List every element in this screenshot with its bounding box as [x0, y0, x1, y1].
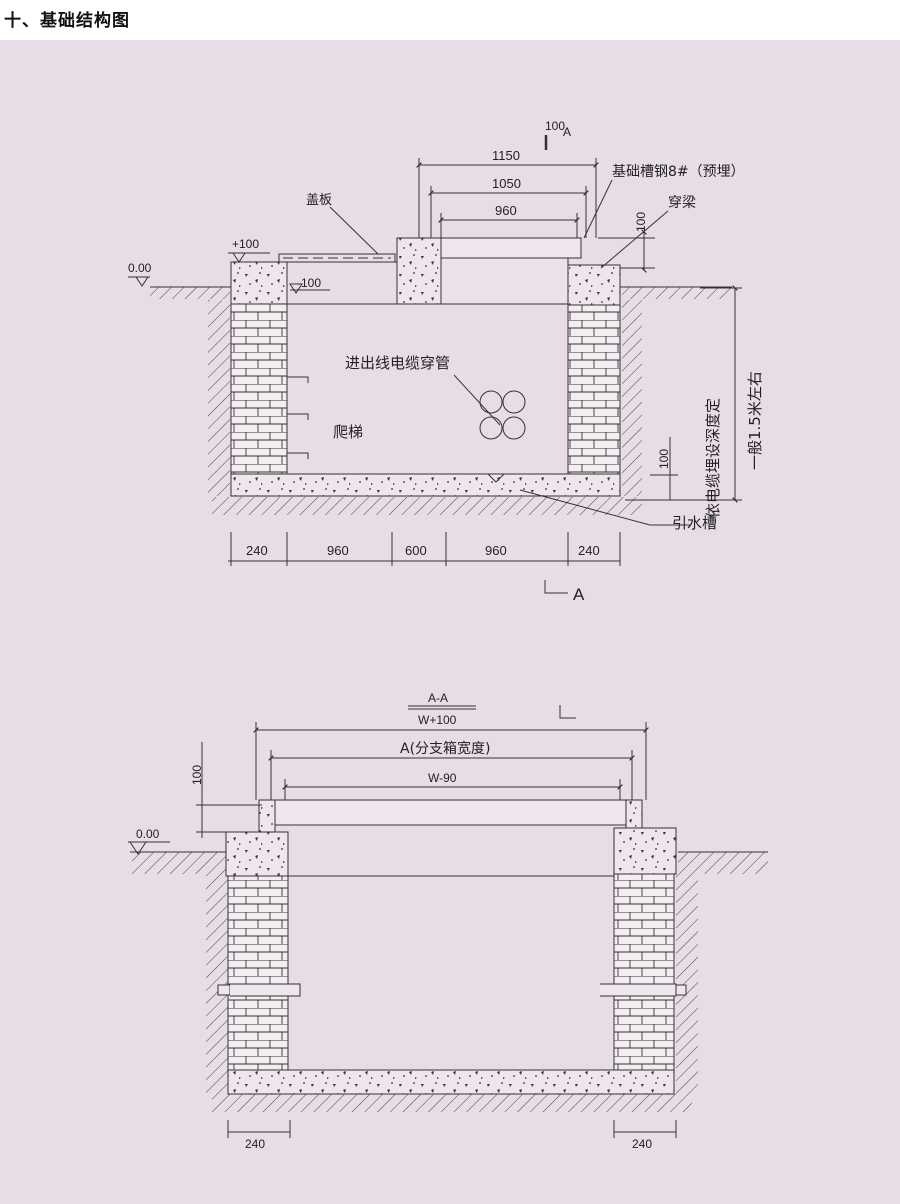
dim-w-plus-100: W+100: [418, 713, 457, 727]
bottom-dim-240-right: 240: [578, 543, 600, 558]
label-cover: 盖板: [306, 193, 332, 208]
page-title: 十、基础结构图: [4, 11, 130, 31]
level-zero-top: 0.00: [128, 261, 152, 275]
label-depth-1: 依电缆埋设深度定: [704, 398, 722, 518]
drawing-sheet: 100 A 1150 1050 960 基础槽钢8#（预埋） 穿梁 100 盖板…: [0, 40, 900, 1204]
bottom-dim-960-left: 960: [327, 543, 349, 558]
header: 十、基础结构图: [0, 0, 900, 38]
section-letter-bottom: A: [573, 585, 585, 604]
plan-drawing: [128, 135, 742, 594]
section-drawing: [128, 705, 768, 1138]
plan-labels: 100 A 1150 1050 960 基础槽钢8#（预埋） 穿梁 100 盖板…: [128, 119, 764, 604]
bottom-dim-600: 600: [405, 543, 427, 558]
label-ladder: 爬梯: [333, 423, 363, 441]
foundation-drawing: 100 A 1150 1050 960 基础槽钢8#（预埋） 穿梁 100 盖板…: [128, 119, 768, 1151]
section-mark-100: 100: [545, 119, 565, 133]
dim-100-left: 100: [190, 765, 204, 785]
label-beam: 穿梁: [668, 195, 696, 211]
label-depth-2: 一般1.5米左右: [746, 371, 764, 470]
dim-240-left: 240: [245, 1137, 265, 1151]
dim-1150: 1150: [492, 148, 520, 163]
level-plus-100: +100: [232, 237, 259, 251]
dim-240-right: 240: [632, 1137, 652, 1151]
section-title: A-A: [428, 691, 448, 705]
level-minus-100: -100: [297, 276, 321, 290]
label-channel-steel: 基础槽钢8#（预埋）: [612, 163, 745, 180]
bottom-dim-960-right: 960: [485, 543, 507, 558]
dim-1050: 1050: [492, 176, 521, 191]
section-letter-top: A: [563, 125, 571, 139]
label-drain: 引水槽: [672, 514, 717, 532]
dim-960-top: 960: [495, 203, 517, 218]
dim-w-minus-90: W-90: [428, 771, 457, 785]
dim-a-width: A(分支箱宽度): [400, 740, 491, 757]
bottom-dim-240-left: 240: [246, 543, 268, 558]
dim-100-lower: 100: [657, 449, 671, 469]
label-cable-pipe: 进出线电缆穿管: [345, 354, 450, 372]
section-labels: A-A W+100 A(分支箱宽度) W-90 100 0.00 240 240: [136, 691, 652, 1151]
level-zero-section: 0.00: [136, 827, 160, 841]
dim-100-right: 100: [634, 212, 648, 232]
